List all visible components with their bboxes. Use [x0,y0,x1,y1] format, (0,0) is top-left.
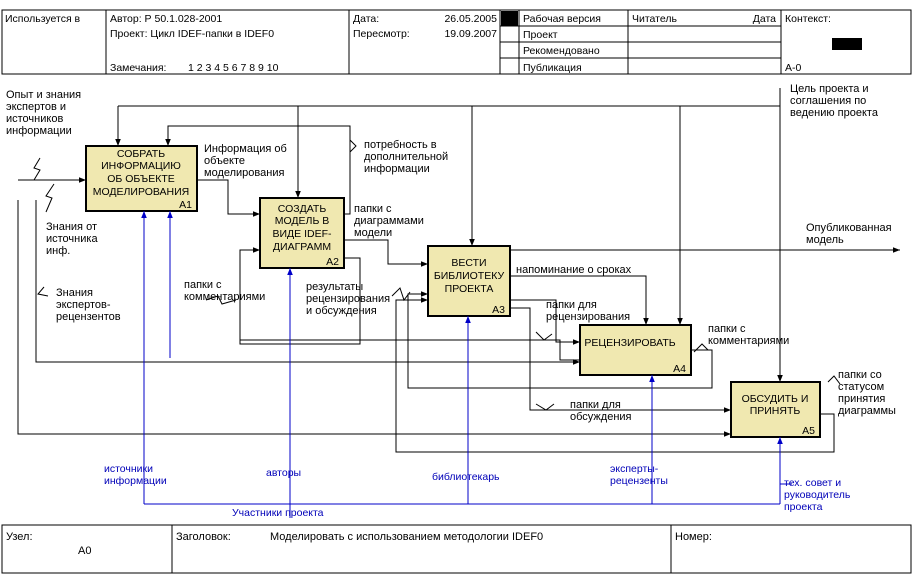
node-value: А0 [78,545,91,557]
activity-box-a4[interactable]: РЕЦЕНЗИРОВАТЬ А4 [579,324,692,376]
used-in-label: Используется в [5,13,81,25]
context-label: Контекст: [785,13,831,25]
number-label: Номер: [675,531,712,543]
mech-participants: Участники проекта [232,507,324,519]
notes-numbers: 1 2 3 4 5 6 7 8 9 10 [188,62,279,74]
status-publication: Публикация [523,62,582,74]
svg-text:РЕЦЕНЗИРОВАТЬ: РЕЦЕНЗИРОВАТЬ [584,337,675,349]
revision-value: 19.09.2007 [444,28,497,40]
node-label: Узел: [6,531,33,543]
status-recommended: Рекомендовано [523,45,600,57]
title-label: Заголовок: [176,531,231,543]
reader-date-label: Дата [753,13,776,25]
box-number-a2: А2 [326,256,339,268]
arrows-black [17,88,900,453]
status-draft: Проект [523,29,558,41]
revision-label: Пересмотр: [353,28,410,40]
diagram-title: Моделировать с использованием методологи… [270,531,543,543]
box-number-a3: А3 [492,304,505,316]
label-reminder: напоминание о сроках [516,264,632,276]
notes-label: Замечания: [110,62,166,74]
box-number-a5: А5 [802,425,815,437]
context-marker [832,38,862,50]
box-number-a1: А1 [179,199,192,211]
box-number-a4: А4 [673,363,686,375]
header-frame [1,9,912,75]
date-value: 26.05.2005 [444,13,497,25]
mech-authors: авторы [266,467,301,479]
footer-frame [1,524,912,574]
date-label: Дата: [353,13,379,25]
reader-label: Читатель [632,13,677,25]
project-label: Проект: Цикл IDEF-папки в IDEF0 [110,28,274,40]
arrows-mechanism [141,211,792,518]
status-marker [501,11,518,26]
mech-expert-reviewers: эксперты-рецензенты [610,463,668,487]
status-working: Рабочая версия [523,13,601,25]
context-node: А-0 [785,62,802,74]
author-label: Автор: Р 50.1.028-2001 [110,13,222,25]
mech-librarian: библиотекарь [432,471,500,483]
